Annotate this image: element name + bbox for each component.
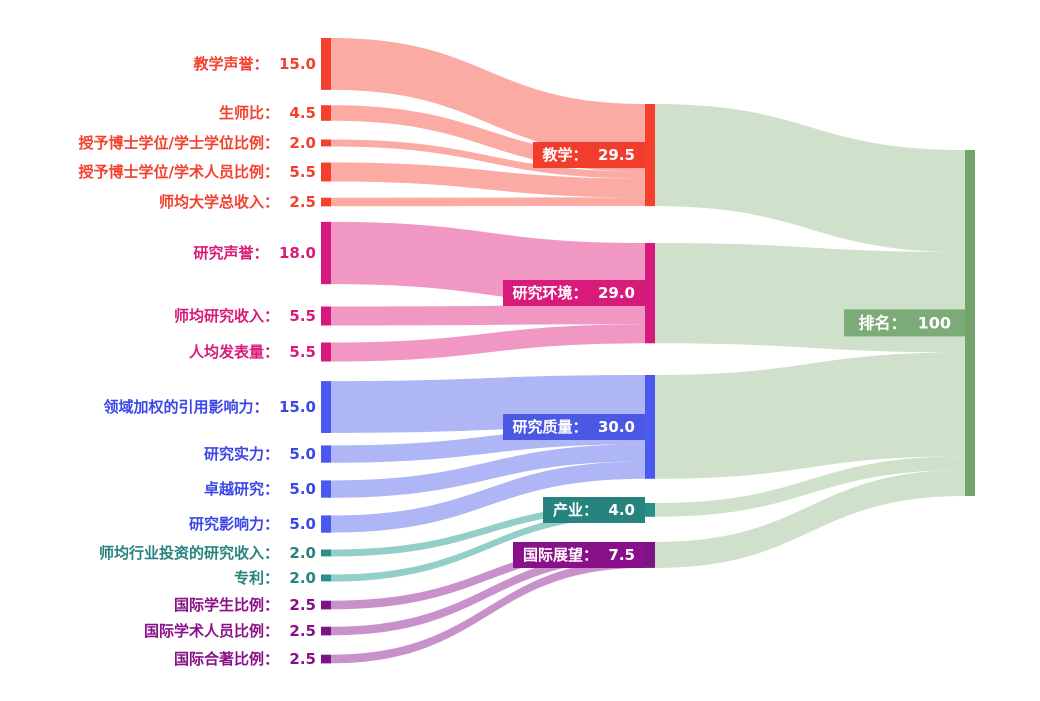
sankey-source-node[interactable] xyxy=(321,342,331,362)
sankey-source-node[interactable] xyxy=(321,445,331,463)
sankey-flow[interactable] xyxy=(331,324,645,362)
sankey-source-node[interactable] xyxy=(321,197,331,207)
sankey-category-node[interactable] xyxy=(645,375,655,479)
sankey-source-node[interactable] xyxy=(321,654,331,664)
sankey-source-node[interactable] xyxy=(321,549,331,557)
sankey-source-node[interactable] xyxy=(321,38,331,90)
sankey-category-node[interactable] xyxy=(645,542,655,568)
sankey-flow[interactable] xyxy=(331,375,645,433)
sankey-source-node[interactable] xyxy=(321,162,331,182)
sankey-target-node[interactable] xyxy=(965,150,975,496)
sankey-flow[interactable] xyxy=(331,139,645,179)
sankey-source-node[interactable] xyxy=(321,600,331,610)
sankey-category-node[interactable] xyxy=(645,104,655,207)
sankey-flow[interactable] xyxy=(331,221,645,306)
sankey-flow[interactable] xyxy=(655,243,965,353)
sankey-source-node[interactable] xyxy=(321,306,331,326)
sankey-source-node[interactable] xyxy=(321,221,331,285)
sankey-flow[interactable] xyxy=(331,305,645,326)
sankey-flow[interactable] xyxy=(331,461,645,533)
sankey-source-node[interactable] xyxy=(321,480,331,498)
sankey-flow[interactable] xyxy=(331,444,645,498)
sankey-source-node[interactable] xyxy=(321,139,331,147)
sankey-flow[interactable] xyxy=(331,542,645,610)
sankey-source-node[interactable] xyxy=(321,626,331,636)
sankey-flow[interactable] xyxy=(331,550,645,636)
sankey-flow[interactable] xyxy=(331,162,645,198)
sankey-flow[interactable] xyxy=(331,197,645,207)
sankey-source-node[interactable] xyxy=(321,105,331,121)
sankey-flow[interactable] xyxy=(655,470,965,568)
sankey-flow[interactable] xyxy=(655,456,965,517)
sankey-flow[interactable] xyxy=(331,559,645,664)
sankey-source-node[interactable] xyxy=(321,381,331,433)
sankey-source-node[interactable] xyxy=(321,574,331,582)
sankey-flow[interactable] xyxy=(655,352,965,479)
sankey-flow[interactable] xyxy=(331,38,645,156)
sankey-category-node[interactable] xyxy=(645,503,655,517)
sankey-flow[interactable] xyxy=(331,509,645,582)
sankey-source-node[interactable] xyxy=(321,515,331,533)
sankey-category-node[interactable] xyxy=(645,243,655,344)
sankey-flow[interactable] xyxy=(331,503,645,557)
sankey-flow[interactable] xyxy=(655,104,965,253)
